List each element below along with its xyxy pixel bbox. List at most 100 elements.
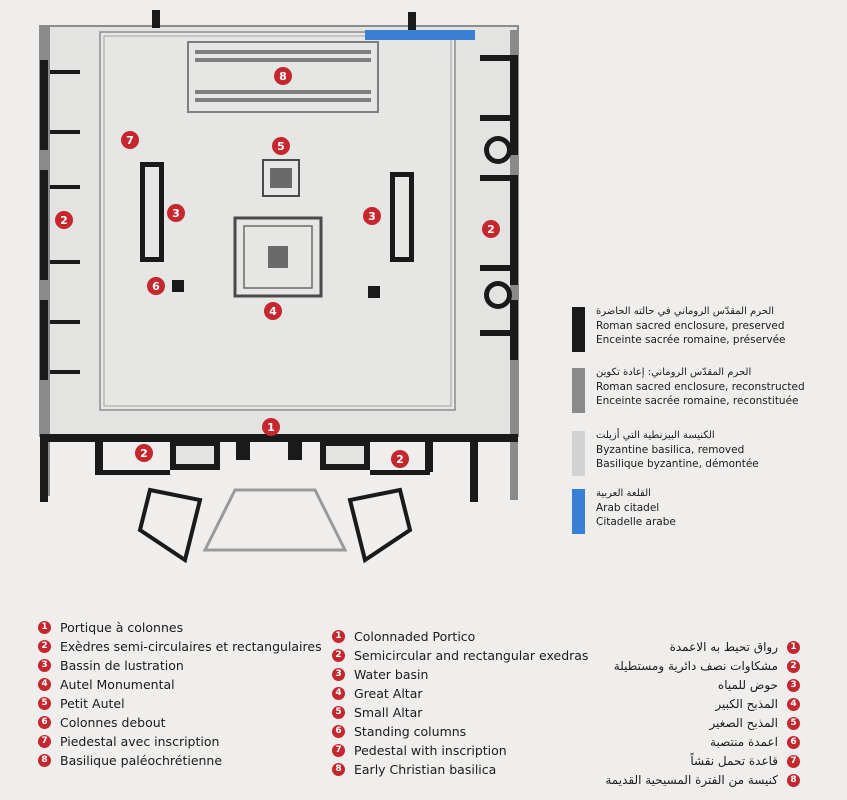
svg-text:4: 4 <box>269 305 277 318</box>
site-plan: 8 7 5 3 3 2 2 6 4 1 2 2 <box>39 10 519 564</box>
plan-structure <box>39 10 519 564</box>
key-label: Pedestal with inscription <box>354 743 507 758</box>
key-number: 3 <box>332 668 345 681</box>
key-label: Bassin de lustration <box>60 658 184 673</box>
key-label: كنيسة من الفترة المسيحية القديمة <box>605 773 778 787</box>
key-number: 6 <box>787 736 800 749</box>
key-number: 5 <box>787 717 800 730</box>
plan-marker: 2 <box>391 450 409 468</box>
key-label: Standing columns <box>354 724 467 739</box>
svg-text:2: 2 <box>396 453 404 466</box>
legend-label-en: Byzantine basilica, removed <box>596 444 745 456</box>
key-label: Colonnes debout <box>60 715 166 730</box>
key-number: 2 <box>332 649 345 662</box>
key-item: 3 Water basin <box>332 665 592 684</box>
plan-marker: 4 <box>264 302 282 320</box>
key-item: 8 كنيسة من الفترة المسيحية القديمة <box>590 771 800 790</box>
plan-marker: 7 <box>121 131 139 149</box>
key-number: 8 <box>787 774 800 787</box>
key-english: 1 Colonnaded Portico 2 Semicircular and re… <box>332 627 592 779</box>
key-number: 8 <box>332 763 345 776</box>
svg-text:5: 5 <box>277 140 285 153</box>
legend-label-ar: الحرم المقدّس الروماني في حالته الحاضرة <box>596 306 775 317</box>
key-number: 4 <box>787 698 800 711</box>
key-item: 3 Bassin de lustration <box>38 656 328 675</box>
key-label: Colonnaded Portico <box>354 629 476 644</box>
key-number: 6 <box>332 725 345 738</box>
legend-label-ar: القلعة العربية <box>596 488 651 499</box>
plan-marker: 5 <box>272 137 290 155</box>
legend-label-fr: Citadelle arabe <box>596 516 676 528</box>
key-number: 7 <box>787 755 800 768</box>
key-label: Basilique paléochrétienne <box>60 753 223 768</box>
key-item: 8 Early Christian basilica <box>332 760 592 779</box>
key-item: 5 Small Altar <box>332 703 592 722</box>
key-number: 1 <box>38 621 51 634</box>
legend-swatch <box>572 368 585 413</box>
key-number: 2 <box>38 640 51 653</box>
key-number: 6 <box>38 716 51 729</box>
key-number: 7 <box>332 744 345 757</box>
key-label: Small Altar <box>354 705 423 720</box>
key-label: Exèdres semi-circulaires et rectangulair… <box>60 639 322 654</box>
legend-label-en: Arab citadel <box>596 502 660 514</box>
key-number: 4 <box>38 678 51 691</box>
key-number: 3 <box>38 659 51 672</box>
svg-text:1: 1 <box>267 421 275 434</box>
svg-text:8: 8 <box>279 70 287 83</box>
key-label: رواق تحيط به الاعمدة <box>669 640 778 654</box>
legend-label-ar: الحرم المقدّس الروماني: إعادة تكوين <box>596 367 752 378</box>
key-arabic: 1 رواق تحيط به الاعمدة 2 مشكاوات نصف دائري… <box>590 638 800 790</box>
key-number: 5 <box>332 706 345 719</box>
key-label: Great Altar <box>354 686 423 701</box>
key-number: 1 <box>332 630 345 643</box>
legend-label-en: Roman sacred enclosure, preserved <box>596 320 785 332</box>
svg-text:6: 6 <box>152 280 160 293</box>
key-number: 5 <box>38 697 51 710</box>
svg-text:3: 3 <box>172 207 180 220</box>
legend-label-fr: Basilique byzantine, démontée <box>596 458 759 470</box>
key-number: 3 <box>787 679 800 692</box>
key-number: 2 <box>787 660 800 673</box>
legend-swatch <box>572 489 585 534</box>
key-label: حوض للمياه <box>717 678 778 692</box>
key-item: 1 Colonnaded Portico <box>332 627 592 646</box>
key-label: Semicircular and rectangular exedras <box>354 648 589 663</box>
key-label: المذبح الكبير <box>715 697 778 711</box>
legend-swatch <box>572 307 585 352</box>
key-item: 4 المذبح الكبير <box>590 695 800 714</box>
key-item: 2 مشكاوات نصف دائرية ومستطيلة <box>590 657 800 676</box>
key-number: 7 <box>38 735 51 748</box>
key-label: مشكاوات نصف دائرية ومستطيلة <box>613 659 778 673</box>
plan-marker: 8 <box>274 67 292 85</box>
key-label: Autel Monumental <box>60 677 175 692</box>
legend-label-ar: الكنيسة البيزنطية التي أزيلت <box>596 430 715 441</box>
plan-marker: 3 <box>167 204 185 222</box>
legend-label-fr: Enceinte sacrée romaine, préservée <box>596 334 786 346</box>
key-item: 3 حوض للمياه <box>590 676 800 695</box>
legend-label-en: Roman sacred enclosure, reconstructed <box>596 381 805 393</box>
key-number: 1 <box>787 641 800 654</box>
key-item: 6 Colonnes debout <box>38 713 328 732</box>
key-label: Water basin <box>354 667 429 682</box>
key-item: 6 Standing columns <box>332 722 592 741</box>
key-item: 1 رواق تحيط به الاعمدة <box>590 638 800 657</box>
key-label: Early Christian basilica <box>354 762 497 777</box>
key-label: Piedestal avec inscription <box>60 734 220 749</box>
plan-marker: 1 <box>262 418 280 436</box>
legend-swatch <box>572 431 585 476</box>
key-item: 4 Great Altar <box>332 684 592 703</box>
legend-label-fr: Enceinte sacrée romaine, reconstituée <box>596 395 799 407</box>
key-item: 2 Semicircular and rectangular exedras <box>332 646 592 665</box>
key-number: 4 <box>332 687 345 700</box>
key-label: المذبح الصغير <box>709 716 778 730</box>
svg-text:2: 2 <box>140 447 148 460</box>
svg-text:3: 3 <box>368 210 376 223</box>
plan-marker: 3 <box>363 207 381 225</box>
plan-marker: 6 <box>147 277 165 295</box>
key-item: 2 Exèdres semi-circulaires et rectangulai… <box>38 637 328 656</box>
svg-text:7: 7 <box>126 134 134 147</box>
